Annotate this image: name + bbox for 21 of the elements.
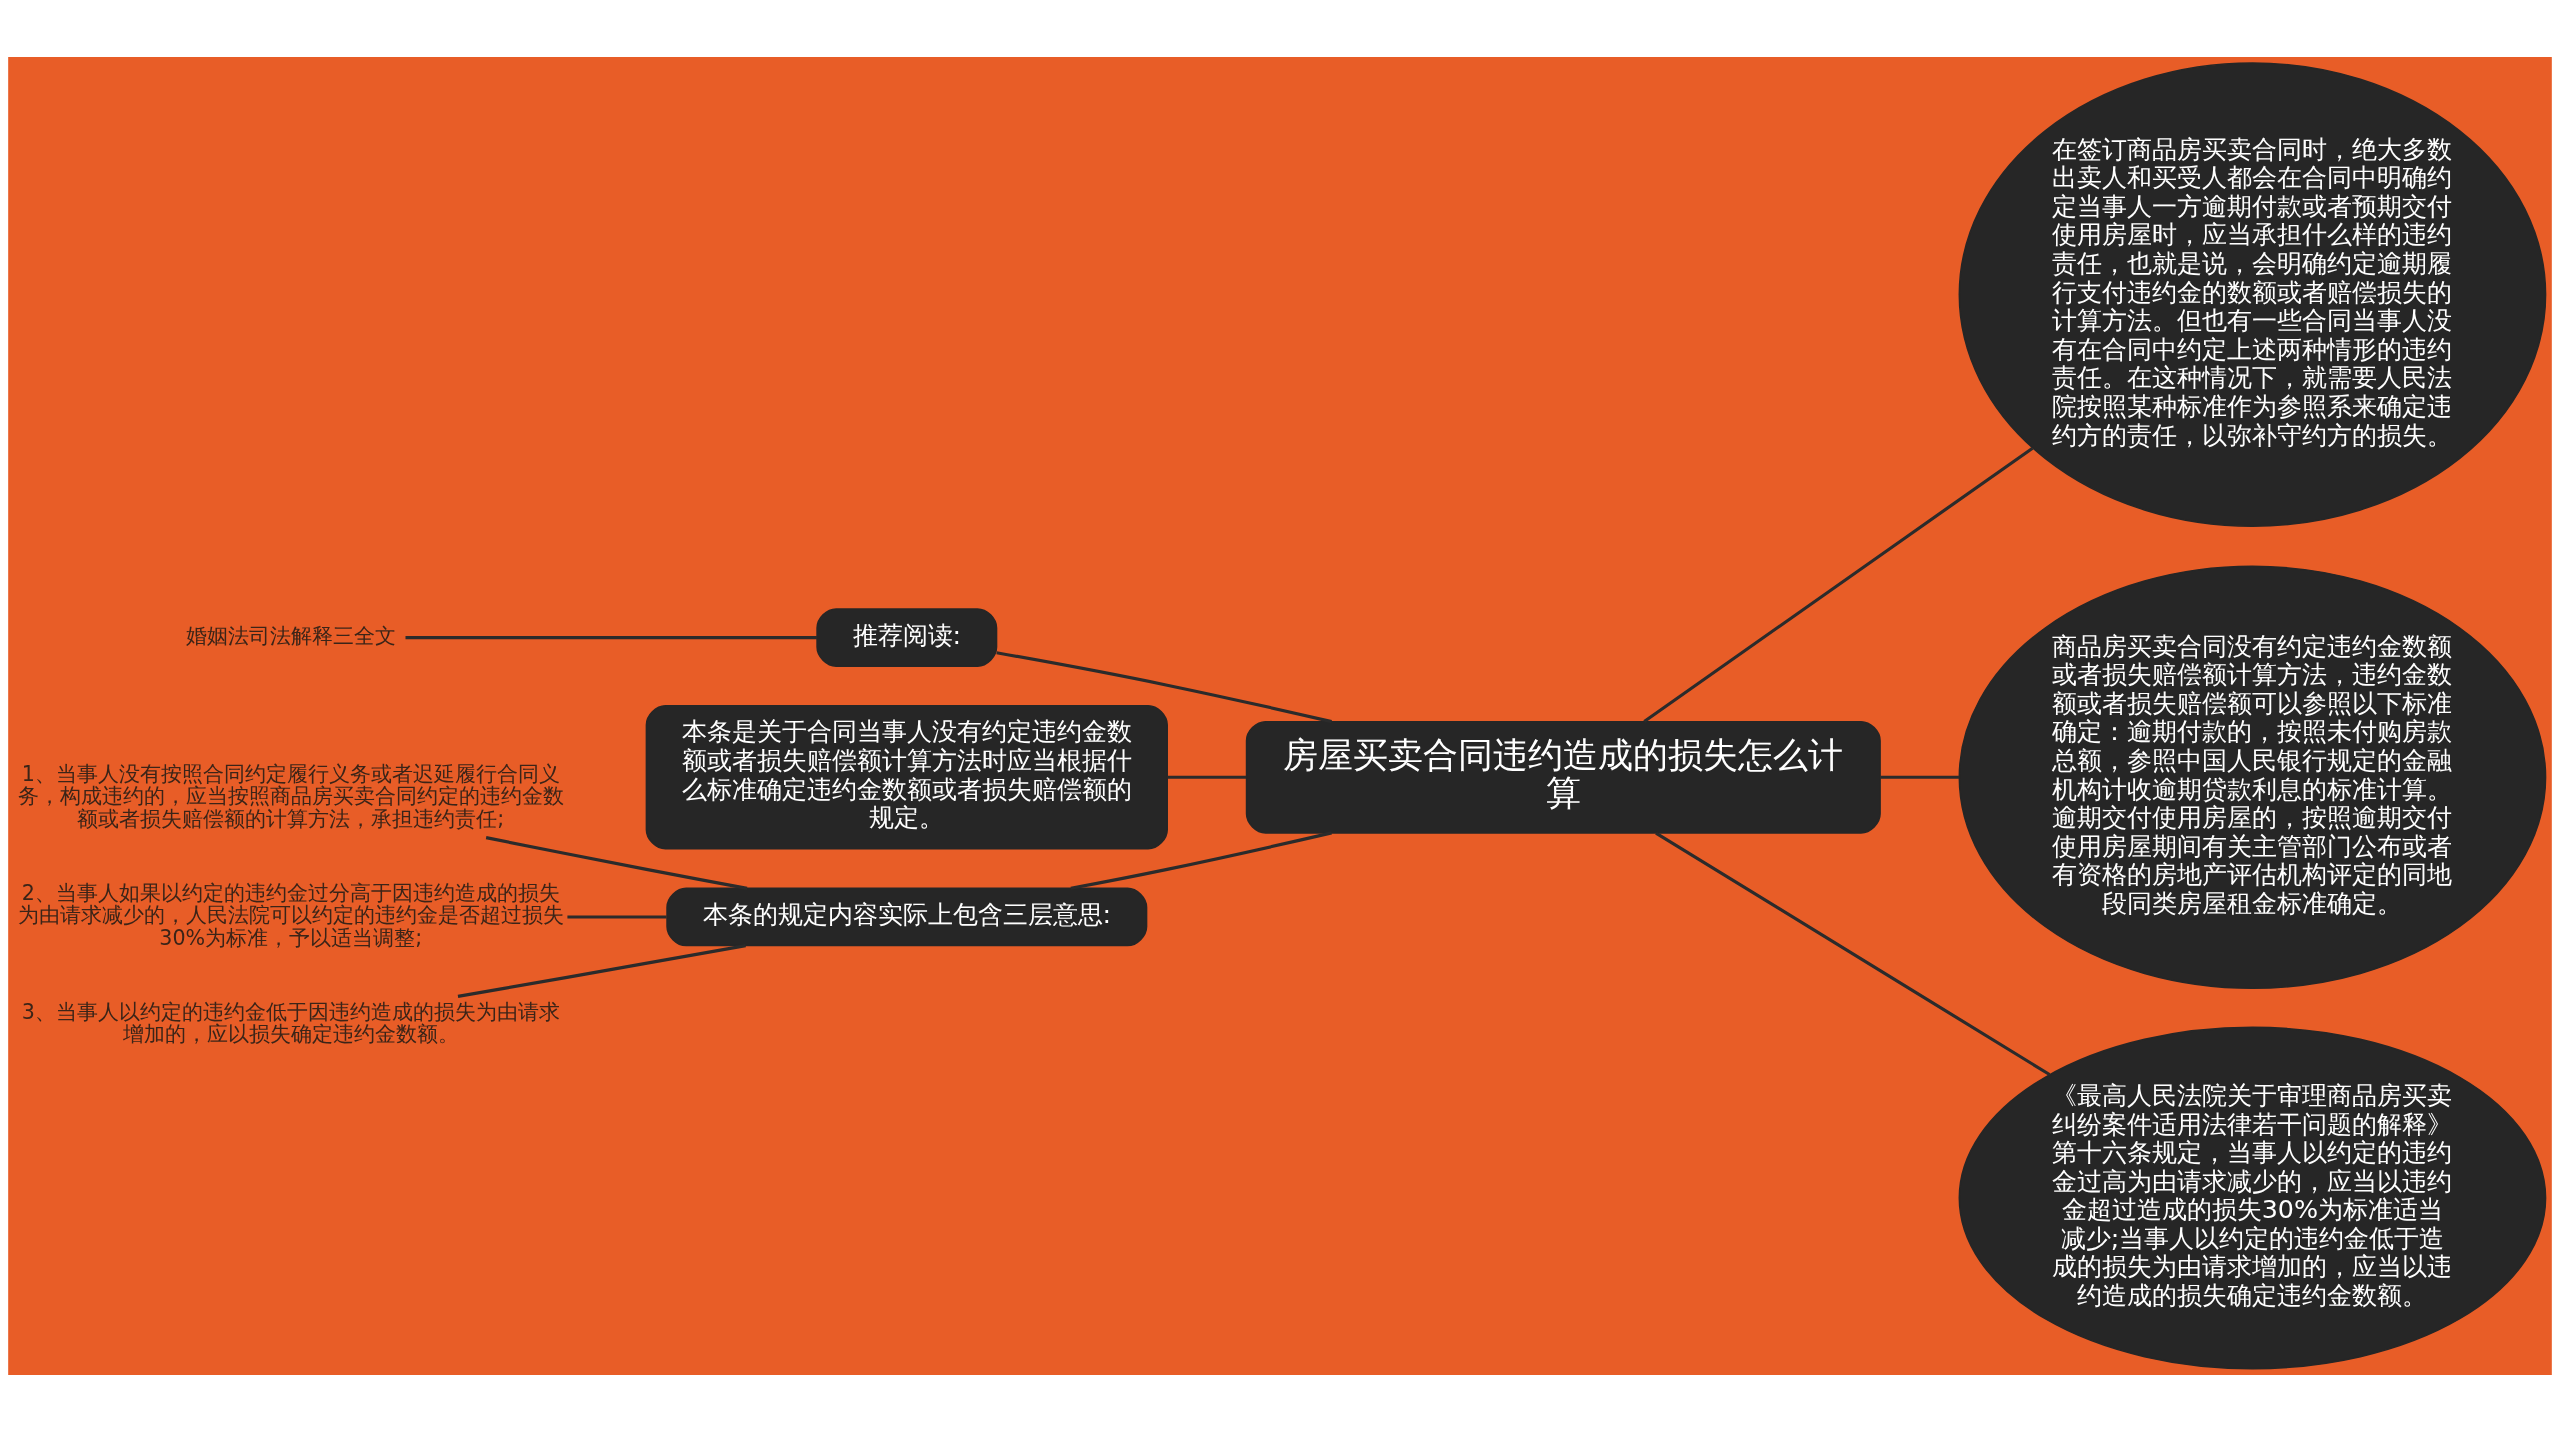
node-box: 本条的规定内容实际上包含三层意思: xyxy=(666,887,1148,946)
connector xyxy=(1880,775,1959,779)
node-ellipse: 商品房买卖合同没有约定违约金数额或者损失赔偿额计算方法，违约金数额或者损失赔偿额可以参照以下标准确定：逾期付款的，按照未付购房款总额，参照中国人民银行规定的金融机构计收逾期贷款利息的标准计算。逾期交付使用房屋的，按照逾期交付使用房屋期间有关主管部门公布或者有资格的房地产评估机构评定的同地段同类房屋租金标准确定。 xyxy=(1958,565,2547,989)
node-text: 2、当事人如果以约定的违约金过分高于因违约造成的损失为由请求减少的，人民法院可以约定的违约金是否超过损失30%为标准，予以适当调整; xyxy=(17,880,564,950)
node-box: 推荐阅读: xyxy=(816,607,998,667)
connector xyxy=(996,650,1332,723)
node-box: 本条是关于合同当事人没有约定违约金数额或者损失赔偿额计算方法时应当根据什么标准确定违约金数额或者损失赔偿额的规定。 xyxy=(645,704,1168,849)
node-text: 婚姻法司法解释三全文 xyxy=(185,623,396,648)
connector xyxy=(405,635,818,639)
node-text: 3、当事人以约定的违约金低于因违约造成的损失为由请求增加的，应以损失确定违约金数额。 xyxy=(21,999,560,1046)
connector xyxy=(567,914,667,919)
connector xyxy=(1643,446,2034,723)
node-box: 房屋买卖合同违约造成的损失怎么计算 xyxy=(1245,720,1881,834)
node-ellipse: 在签订商品房买卖合同时，绝大多数出卖人和买受人都会在合同中明确约定当事人一方逾期付款或者预期交付使用房屋时，应当承担什么样的违约责任，也就是说，会明确约定逾期履行支付违约金的数额或者赔偿损失的计算方法。但也有一些合同当事人没有在合同中约定上述两种情形的违约责任。在这种情况下，就需要人民法院按照某种标准作为参照系来确定违约方的责任，以弥补守约方的损失。 xyxy=(1958,61,2547,527)
connector xyxy=(485,835,748,890)
connector xyxy=(1655,831,2051,1076)
connector xyxy=(457,943,746,998)
connector xyxy=(1167,775,1247,779)
node-ellipse: 《最高人民法院关于审理商品房买卖纠纷案件适用法律若干问题的解释》第十六条规定，当事人以约定的违约金过高为由请求减少的，应当以违约金超过造成的损失30%为标准适当减少;当事人以约定的违约金低于造成的损失为由请求增加的，应当以违约造成的损失确定违约金数额。 xyxy=(1958,1026,2547,1369)
node-text: 1、当事人没有按照合同约定履行义务或者迟延履行合同义务，构成违约的，应当按照商品房买卖合同约定的违约金数额或者损失赔偿额的计算方法，承担违约责任; xyxy=(17,761,564,831)
connector xyxy=(1070,830,1332,890)
